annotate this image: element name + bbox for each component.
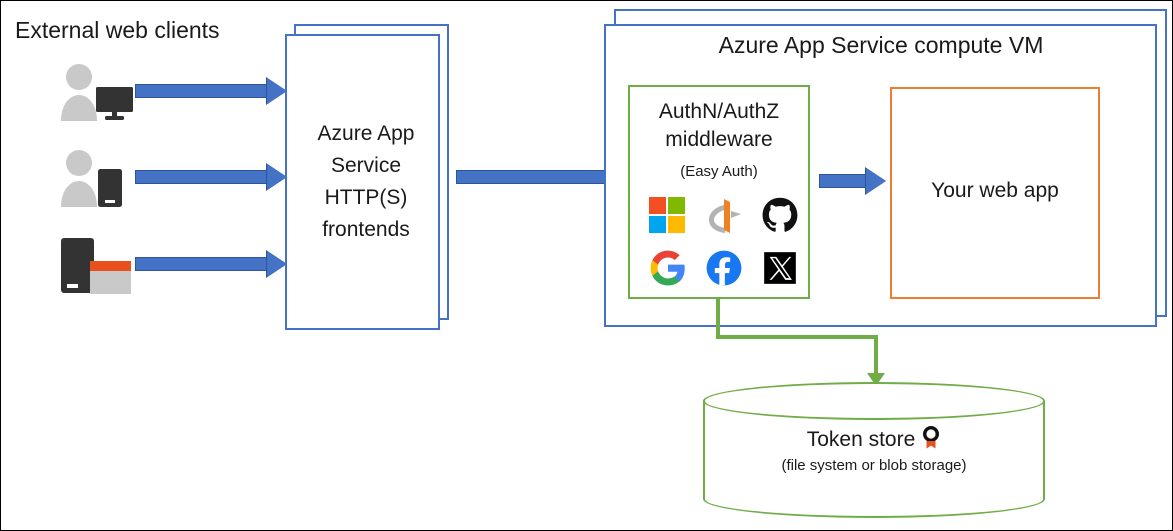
openid-connect-icon (705, 197, 743, 235)
frontend-box (285, 34, 440, 330)
middleware-title: AuthN/AuthZ middleware (632, 98, 806, 154)
google-icon (649, 249, 687, 287)
middleware-line-1: AuthN/AuthZ (658, 100, 780, 123)
frontend-label: Azure App Service HTTP(S) frontends (290, 118, 442, 246)
person-mobile-icon (55, 149, 135, 207)
token-store-title: Token store (806, 428, 916, 451)
client-arrow-1 (135, 77, 287, 105)
github-icon (761, 197, 799, 235)
middleware-to-webapp-arrow (819, 167, 889, 195)
provider-icons-row-1 (649, 197, 799, 235)
device-browser-icon (59, 238, 135, 294)
external-clients-heading: External web clients (15, 17, 220, 43)
provider-icons-row-2 (649, 249, 799, 287)
middleware-subtitle: (Easy Auth) (680, 163, 758, 180)
token-store-cylinder-top (703, 382, 1045, 420)
client-arrow-2 (135, 163, 287, 191)
person-desktop-icon (55, 63, 135, 121)
frontend-line-4: frontends (322, 218, 410, 241)
webapp-box (890, 87, 1100, 299)
frontend-line-3: HTTP(S) (324, 186, 408, 209)
microsoft-icon (649, 197, 687, 235)
facebook-icon (705, 249, 743, 287)
token-store-subtitle: (file system or blob storage) (781, 457, 967, 474)
connector-segment-down-1 (716, 299, 720, 339)
frontend-line-1: Azure App (317, 122, 415, 145)
middleware-line-2: middleware (665, 128, 773, 151)
token-store-title-row: Token store (703, 425, 1045, 452)
vm-title: Azure App Service compute VM (718, 32, 1044, 58)
client-arrow-3 (135, 250, 287, 278)
connector-segment-down-2 (874, 335, 878, 378)
award-badge-icon (921, 425, 941, 450)
connector-segment-right (716, 335, 878, 339)
webapp-label: Your web app (931, 179, 1059, 202)
x-twitter-icon (761, 249, 799, 287)
frontend-line-2: Service (330, 154, 402, 177)
